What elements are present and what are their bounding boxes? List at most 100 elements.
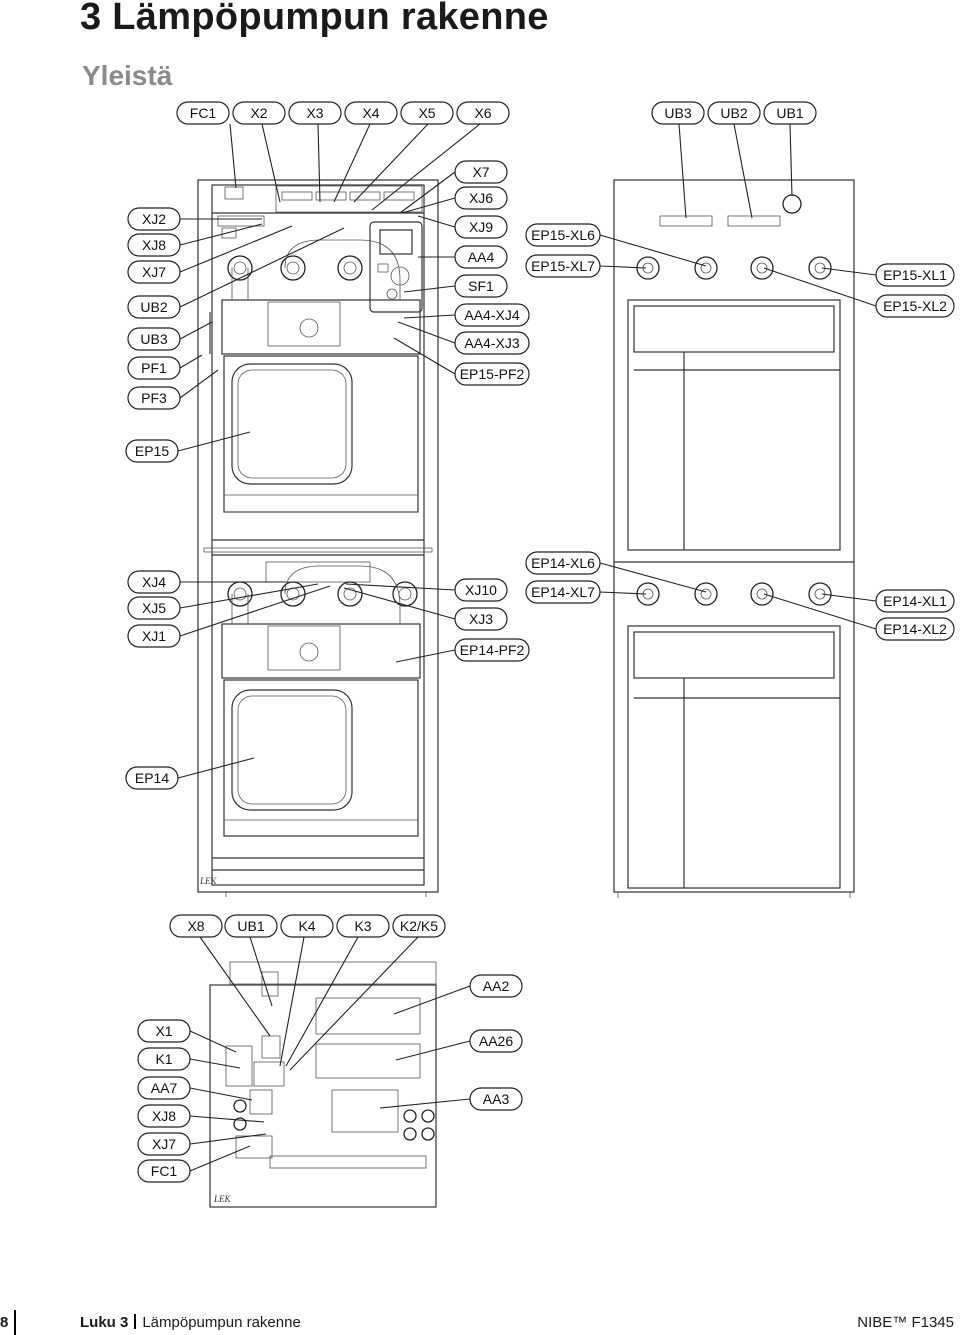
label-ep14-xl6: EP14-XL6 xyxy=(525,551,601,575)
label-xj8-upper: XJ8 xyxy=(127,233,181,257)
svg-text:AA4-XJ3: AA4-XJ3 xyxy=(464,335,519,351)
svg-text:FC1: FC1 xyxy=(151,1163,178,1179)
label-xj4: XJ4 xyxy=(127,570,181,594)
label-ep14-pf2: EP14-PF2 xyxy=(454,638,530,662)
svg-text:X1: X1 xyxy=(155,1023,172,1039)
svg-text:EP15-XL7: EP15-XL7 xyxy=(531,258,595,274)
svg-text:EP15-PF2: EP15-PF2 xyxy=(460,366,525,382)
label-aa7: AA7 xyxy=(137,1076,191,1100)
label-xj2: XJ2 xyxy=(127,207,181,231)
label-xj7-upper: XJ7 xyxy=(127,260,181,284)
label-fc1-bottom: FC1 xyxy=(137,1159,191,1183)
svg-text:AA7: AA7 xyxy=(151,1080,178,1096)
label-ep15-xl7: EP15-XL7 xyxy=(525,254,601,278)
svg-text:XJ8: XJ8 xyxy=(142,237,166,253)
label-aa3: AA3 xyxy=(469,1087,523,1111)
label-x1: X1 xyxy=(137,1019,191,1043)
svg-text:EP15: EP15 xyxy=(135,443,169,459)
label-x8: X8 xyxy=(169,914,223,938)
svg-text:XJ1: XJ1 xyxy=(142,628,166,644)
electrical-box xyxy=(209,961,437,1208)
chapter-separator xyxy=(134,1314,137,1329)
module-ep14 xyxy=(221,561,421,837)
label-fc1-top: FC1 xyxy=(176,101,230,125)
svg-text:XJ6: XJ6 xyxy=(469,190,493,206)
svg-text:X2: X2 xyxy=(250,105,267,121)
label-x4: X4 xyxy=(344,101,398,125)
svg-text:AA2: AA2 xyxy=(483,978,510,994)
label-ep15-xl6: EP15-XL6 xyxy=(525,223,601,247)
label-k2-k5: K2/K5 xyxy=(392,914,446,938)
label-ub2-top: UB2 xyxy=(707,101,761,125)
svg-text:EP14-PF2: EP14-PF2 xyxy=(460,642,525,658)
svg-text:XJ8: XJ8 xyxy=(152,1108,176,1124)
label-aa4-xj3: AA4-XJ3 xyxy=(454,331,530,355)
svg-text:AA4: AA4 xyxy=(468,249,495,265)
label-k3: K3 xyxy=(336,914,390,938)
label-ep15-pf2: EP15-PF2 xyxy=(454,362,530,386)
label-ep15: EP15 xyxy=(125,439,179,463)
svg-text:EP15-XL2: EP15-XL2 xyxy=(883,298,947,314)
svg-text:K4: K4 xyxy=(298,918,315,934)
label-xj6: XJ6 xyxy=(454,186,508,210)
svg-text:UB1: UB1 xyxy=(237,918,264,934)
label-x7: X7 xyxy=(454,160,508,184)
svg-text:PF3: PF3 xyxy=(141,390,167,406)
svg-text:EP14: EP14 xyxy=(135,770,169,786)
label-xj7-bottom: XJ7 xyxy=(137,1132,191,1156)
page-number: 8 xyxy=(0,1310,16,1335)
label-xj3: XJ3 xyxy=(454,607,508,631)
brand-model: NIBE™ F1345 xyxy=(857,1314,954,1331)
label-ub3: UB3 xyxy=(127,327,181,351)
chapter-title: Lämpöpumpun rakenne xyxy=(142,1314,301,1331)
label-xj1: XJ1 xyxy=(127,624,181,648)
terminal-strip-top xyxy=(217,185,423,239)
label-xj8-bottom: XJ8 xyxy=(137,1104,191,1128)
label-k1: K1 xyxy=(137,1047,191,1071)
svg-text:UB2: UB2 xyxy=(140,299,167,315)
svg-text:FC1: FC1 xyxy=(190,105,217,121)
svg-text:EP14-XL1: EP14-XL1 xyxy=(883,593,947,609)
label-xj10: XJ10 xyxy=(454,578,508,602)
label-ep14: EP14 xyxy=(125,766,179,790)
svg-text:EP14-XL2: EP14-XL2 xyxy=(883,621,947,637)
label-ep14-xl1: EP14-XL1 xyxy=(875,589,955,613)
label-aa4-xj4: AA4-XJ4 xyxy=(454,303,530,327)
label-k4: K4 xyxy=(280,914,334,938)
svg-text:XJ7: XJ7 xyxy=(152,1136,176,1152)
svg-text:UB1: UB1 xyxy=(776,105,803,121)
label-ub3-top: UB3 xyxy=(651,101,705,125)
svg-text:XJ4: XJ4 xyxy=(142,574,166,590)
svg-text:UB3: UB3 xyxy=(664,105,691,121)
label-xj5: XJ5 xyxy=(127,596,181,620)
leader-lines xyxy=(177,123,877,1172)
svg-text:K3: K3 xyxy=(354,918,371,934)
svg-text:X7: X7 xyxy=(472,164,489,180)
label-ub1-bottom: UB1 xyxy=(224,914,278,938)
svg-text:EP14-XL6: EP14-XL6 xyxy=(531,555,595,571)
label-pf1: PF1 xyxy=(127,356,181,380)
label-aa4: AA4 xyxy=(454,245,508,269)
svg-text:X6: X6 xyxy=(474,105,491,121)
svg-text:X8: X8 xyxy=(187,918,204,934)
svg-text:AA3: AA3 xyxy=(483,1091,510,1107)
label-x3: X3 xyxy=(288,101,342,125)
svg-text:PF1: PF1 xyxy=(141,360,167,376)
svg-text:AA4-XJ4: AA4-XJ4 xyxy=(464,307,519,323)
stamp-lek-1: LEK xyxy=(199,876,218,886)
svg-text:XJ3: XJ3 xyxy=(469,611,493,627)
svg-text:XJ5: XJ5 xyxy=(142,600,166,616)
svg-text:EP14-XL7: EP14-XL7 xyxy=(531,584,595,600)
label-aa2: AA2 xyxy=(469,974,523,998)
svg-text:EP15-XL6: EP15-XL6 xyxy=(531,227,595,243)
stamp-lek-2: LEK xyxy=(213,1194,232,1204)
label-x6: X6 xyxy=(456,101,510,125)
side-unit-connectors xyxy=(636,256,832,606)
svg-text:XJ7: XJ7 xyxy=(142,264,166,280)
svg-text:X5: X5 xyxy=(418,105,435,121)
label-ub2: UB2 xyxy=(127,295,181,319)
svg-text:UB3: UB3 xyxy=(140,331,167,347)
svg-text:UB2: UB2 xyxy=(720,105,747,121)
svg-text:XJ9: XJ9 xyxy=(469,219,493,235)
